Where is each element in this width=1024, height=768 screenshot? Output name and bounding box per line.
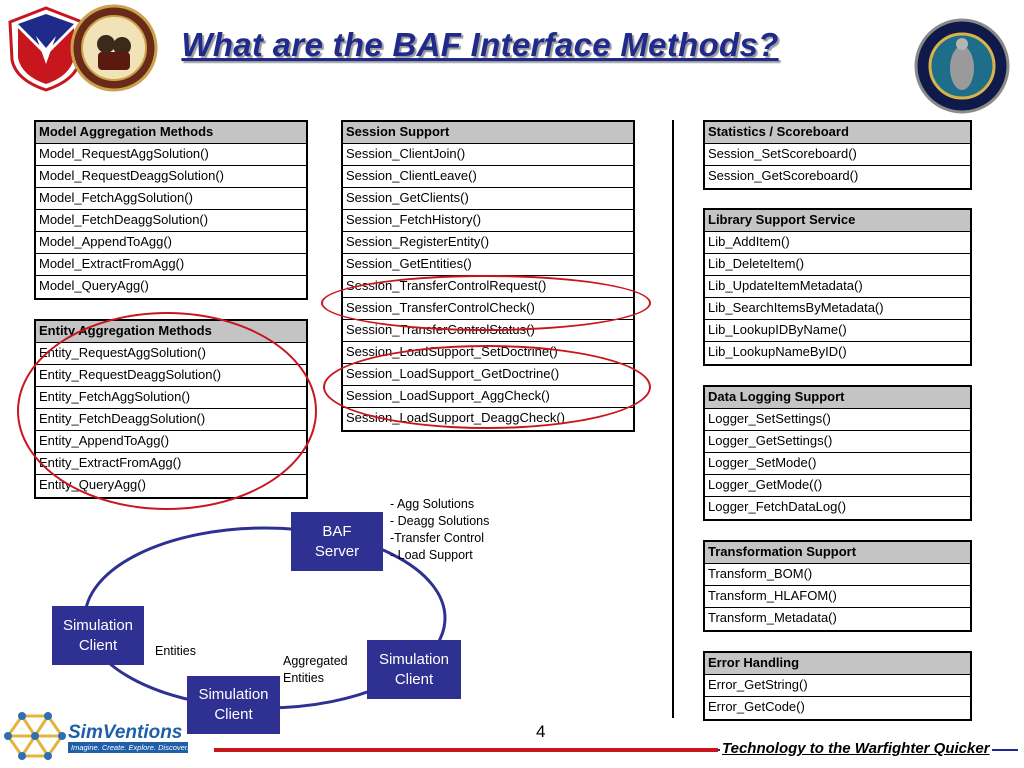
- table-row: Lib_SearchItemsByMetadata(): [705, 298, 970, 320]
- table-row: Lib_UpdateItemMetadata(): [705, 276, 970, 298]
- table-row: Error_GetCode(): [708, 699, 805, 714]
- aggregated-label-line1: Aggregated: [283, 654, 348, 668]
- transformation-support-table: Transformation Support Transform_BOM() T…: [703, 540, 972, 632]
- data-logging-header: Data Logging Support: [705, 387, 970, 409]
- table-row: Transform_HLAFOM(): [705, 586, 970, 608]
- table-row: Session_GetScoreboard(): [708, 168, 859, 183]
- table-row: Logger_SetMode(): [705, 453, 970, 475]
- library-support-table: Library Support Service Lib_AddItem() Li…: [703, 208, 972, 366]
- server-note: - Deagg Solutions: [390, 514, 490, 528]
- server-note: - Agg Solutions: [390, 497, 475, 511]
- table-row: Model_FetchAggSolution(): [36, 188, 306, 210]
- army-star-logo: [6, 6, 86, 92]
- simventions-logo: SimVentions Imagine. Create. Explore. Di…: [2, 708, 192, 764]
- simulation-center-seal-logo: [914, 18, 1010, 114]
- client-right-line1: Simulation: [378, 650, 450, 668]
- table-row: Session_RegisterEntity(): [343, 232, 633, 254]
- page-number: 4: [536, 722, 546, 741]
- client-right-line2: Client: [394, 670, 434, 688]
- table-row: Logger_GetMode((): [705, 475, 970, 497]
- table-row: Model_AppendToAgg(): [36, 232, 306, 254]
- error-handling-table: Error Handling Error_GetString() Error_G…: [703, 651, 972, 721]
- simulation-client-bottom-node: Simulation Client: [187, 676, 280, 734]
- transfer-control-highlight-oval: [321, 275, 651, 331]
- table-row: Lib_AddItem(): [705, 232, 970, 254]
- client-bottom-line1: Simulation: [198, 686, 269, 703]
- client-left-line2: Client: [78, 636, 118, 654]
- server-note: -Transfer Control: [390, 531, 485, 545]
- entities-label: Entities: [155, 644, 196, 658]
- table-row: Session_GetEntities(): [343, 254, 633, 276]
- client-left-line1: Simulation: [62, 616, 134, 634]
- simventions-slogan: Imagine. Create. Explore. Discover.: [68, 742, 188, 753]
- table-row: Model_RequestDeaggSolution(): [36, 166, 306, 188]
- model-aggregation-header: Model Aggregation Methods: [36, 122, 306, 144]
- command-seal-logo: [70, 4, 158, 92]
- server-note: - Load Support: [390, 548, 473, 562]
- baf-server-line2: Server: [314, 542, 360, 560]
- session-support-header: Session Support: [343, 122, 633, 144]
- simventions-wordmark: SimVentions: [68, 722, 183, 743]
- table-row: Session_GetClients(): [343, 188, 633, 210]
- aggregated-label-line2: Entities: [283, 671, 324, 685]
- client-bottom-line2: Client: [214, 706, 253, 723]
- aggregated-entities-label: Aggregated Entities: [283, 653, 348, 687]
- table-row: Transform_BOM(): [705, 564, 970, 586]
- table-row: Session_ClientLeave(): [343, 166, 633, 188]
- server-notes: - Agg Solutions - Deagg Solutions -Trans…: [390, 496, 489, 564]
- baf-server-line1: BAF: [322, 522, 352, 540]
- load-support-highlight-oval: [323, 345, 651, 429]
- table-row: Model_QueryAgg(): [39, 278, 149, 293]
- library-support-header: Library Support Service: [705, 210, 970, 232]
- table-row: Logger_FetchDataLog(): [708, 499, 847, 514]
- table-row: Error_GetString(): [705, 675, 970, 697]
- table-row: Session_FetchHistory(): [343, 210, 633, 232]
- table-row: Model_ExtractFromAgg(): [36, 254, 306, 276]
- transformation-support-header: Transformation Support: [705, 542, 970, 564]
- model-aggregation-table: Model Aggregation Methods Model_RequestA…: [34, 120, 308, 300]
- table-row: Lib_LookupIDByName(): [705, 320, 970, 342]
- statistics-scoreboard-table: Statistics / Scoreboard Session_SetScore…: [703, 120, 972, 190]
- table-row: Lib_DeleteItem(): [705, 254, 970, 276]
- table-row: Session_ClientJoin(): [343, 144, 633, 166]
- table-row: Transform_Metadata(): [708, 610, 837, 625]
- simulation-client-right-node: Simulation Client: [367, 640, 461, 699]
- table-row: Model_RequestAggSolution(): [36, 144, 306, 166]
- baf-server-node: BAF Server: [291, 512, 383, 571]
- footer-tagline: Technology to the Warfighter Quicker: [720, 740, 992, 757]
- footer-red-rule: [214, 748, 718, 752]
- table-row: Logger_GetSettings(): [705, 431, 970, 453]
- table-row: Lib_LookupNameByID(): [708, 344, 847, 359]
- table-row: Logger_SetSettings(): [705, 409, 970, 431]
- simulation-client-left-node: Simulation Client: [52, 606, 144, 665]
- entity-methods-highlight-oval: [17, 312, 317, 510]
- error-handling-header: Error Handling: [705, 653, 970, 675]
- data-logging-table: Data Logging Support Logger_SetSettings(…: [703, 385, 972, 521]
- table-row: Model_FetchDeaggSolution(): [36, 210, 306, 232]
- page-title: What are the BAF Interface Methods?: [181, 26, 779, 63]
- statistics-scoreboard-header: Statistics / Scoreboard: [705, 122, 970, 144]
- column-divider: [672, 120, 674, 718]
- table-row: Session_SetScoreboard(): [705, 144, 970, 166]
